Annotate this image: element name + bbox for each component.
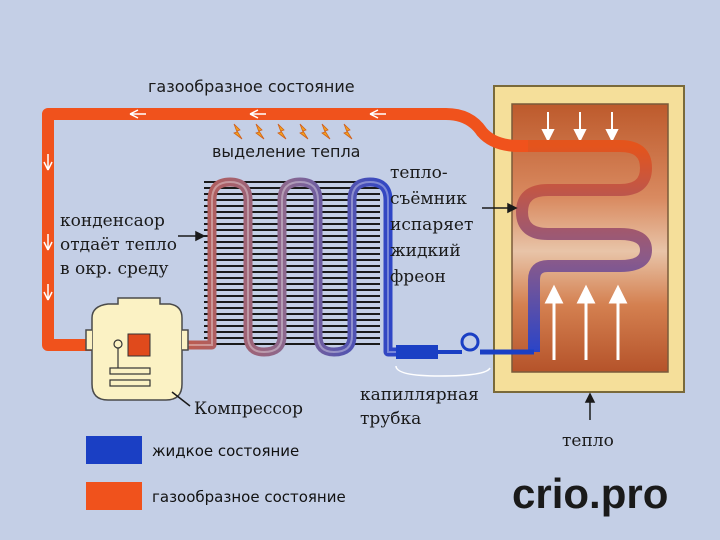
condenser-label-line-2: отдаёт тепло [60,235,177,255]
legend-label-gas: газообразное состояние [152,488,346,506]
capillary-coil [460,332,480,352]
evaporator-label-line-4: жидкий [390,241,461,261]
legend-swatch-gas [86,482,142,510]
evaporator-label: тепло- съёмник испаряет жидкий фреон [390,163,479,287]
flame-icon [233,123,243,140]
brand-logo-text: crio.pro [512,470,668,517]
flame-icon [299,123,309,140]
condenser-label: конденсаор отдаёт тепло в окр. среду [60,211,182,279]
flame-icon [343,123,353,140]
heat-arrows-bottom [544,284,628,360]
pointer-lines [171,202,596,420]
flame-icon [321,123,331,140]
gas-state-top-label: газообразное состояние [148,77,355,96]
capillary-label: капиллярная трубка [360,385,484,429]
heat-release-icons [233,123,353,140]
heat-label: тепло [562,431,614,451]
evaporator-coil [516,140,652,352]
condenser-label-line-1: конденсаор [60,211,165,231]
capillary-fitting [396,345,438,359]
flame-icon [255,123,265,140]
legend-swatch-liquid [86,436,142,464]
compressor-label: Компрессор [194,399,303,419]
compressor [85,297,189,401]
cold-arrows-top [541,112,619,143]
condenser-label-line-3: в окр. среду [60,259,168,279]
evaporator-label-line-3: испаряет [390,215,473,235]
flame-icon [277,123,287,140]
capillary-label-line-2: трубка [360,409,421,429]
evaporator-label-line-2: съёмник [390,189,467,209]
compressor-motor-icon [127,333,151,357]
capillary-label-line-1: капиллярная [360,385,479,405]
heat-release-label: выделение тепла [212,142,360,161]
legend-label-liquid: жидкое состояние [152,442,299,460]
gas-pipe-top [42,108,528,351]
evaporator-label-line-5: фреон [390,267,446,287]
evaporator-label-line-1: тепло- [390,163,448,183]
condenser-tubing [180,177,396,357]
gas-flow-arrows [43,109,386,301]
legend: жидкое состояние газообразное состояние [86,436,346,510]
